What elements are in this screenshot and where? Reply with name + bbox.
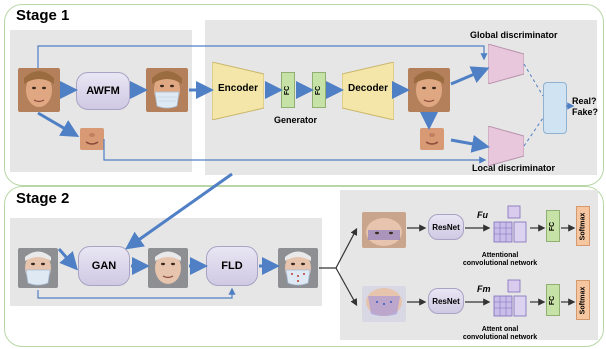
encoder-block: Encoder: [211, 61, 265, 121]
decoder-block: Decoder: [341, 61, 395, 121]
softmax-upper-label: Softmax: [579, 212, 587, 240]
attentional-network-label-lower: Attent onal convolutional network: [462, 326, 538, 341]
fm-text: Fm: [477, 284, 491, 294]
stage2-masked-input-image: [18, 248, 58, 288]
feature-cube-lower: [490, 278, 530, 322]
stage2-fc-upper: FC: [546, 210, 560, 242]
softmax-lower-label: Softmax: [579, 286, 587, 314]
gan-block: GAN: [78, 246, 130, 286]
generator-fc-2: FC: [312, 72, 326, 108]
generated-face-image: [408, 68, 450, 112]
generated-local-crop-image: [420, 128, 444, 150]
fu-label: Fu: [477, 210, 488, 220]
stage2-landmark-image: [278, 248, 318, 288]
generator-fc-2-label: FC: [315, 85, 323, 95]
input-face-image: [18, 68, 60, 112]
fld-block: FLD: [206, 246, 258, 286]
awfm-block: AWFM: [76, 72, 130, 110]
local-discriminator-label: Local discriminator: [472, 163, 556, 173]
global-discriminator-label: Global discriminator: [470, 30, 558, 40]
generator-fc-1-label: FC: [284, 85, 292, 95]
generator-label: Generator: [274, 115, 318, 125]
stage2-fc-lower-label: FC: [549, 295, 557, 305]
feature-cube-upper: [490, 204, 530, 248]
stage2-fc-upper-label: FC: [549, 221, 557, 231]
encoder-label: Encoder: [217, 83, 258, 94]
local-crop-image: [80, 128, 104, 150]
real-fake-label: Real? Fake?: [572, 96, 599, 117]
stage1-title: Stage 1: [16, 7, 70, 24]
generator-fc-1: FC: [281, 72, 295, 108]
masked-face-image: [146, 68, 188, 112]
resnet-lower: ResNet: [428, 288, 464, 314]
lower-face-region-image: [362, 286, 406, 322]
concat-block: [543, 82, 567, 134]
stage2-title: Stage 2: [16, 190, 70, 207]
fm-label: Fm: [477, 284, 491, 294]
resnet-upper: ResNet: [428, 214, 464, 240]
upper-face-region-image: [362, 212, 406, 248]
fu-text: Fu: [477, 210, 488, 220]
global-discriminator: [487, 43, 525, 85]
stage2-unmasked-image: [148, 248, 188, 288]
attentional-network-label-upper: Attentional convolutional network: [462, 252, 538, 267]
local-discriminator: [487, 125, 525, 167]
softmax-lower: Softmax: [576, 280, 590, 320]
softmax-upper: Softmax: [576, 206, 590, 246]
decoder-label: Decoder: [347, 83, 388, 94]
stage2-fc-lower: FC: [546, 284, 560, 316]
